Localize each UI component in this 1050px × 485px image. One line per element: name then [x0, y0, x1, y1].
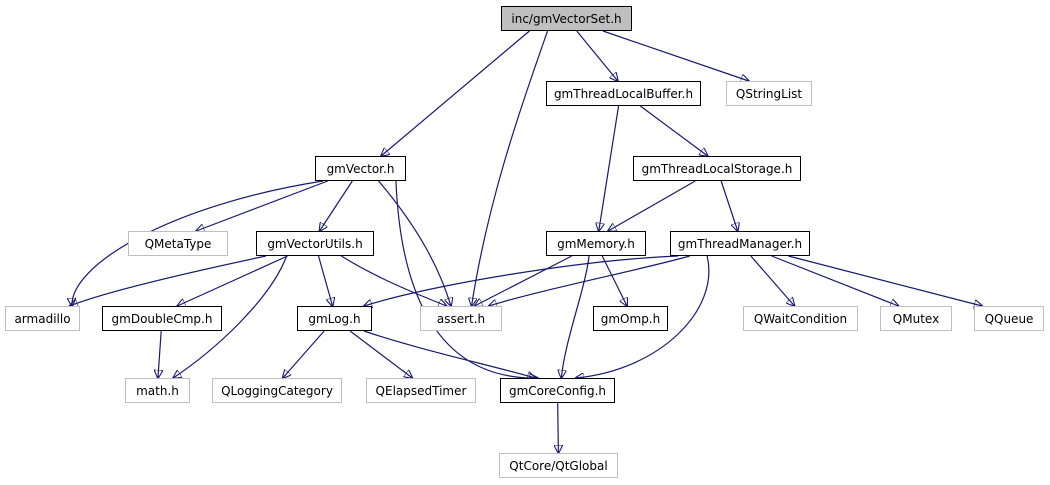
edge-tlb-to-tls: [639, 105, 707, 156]
edge-vector-to-assert: [378, 180, 451, 306]
node-gmdoublecmp-h[interactable]: gmDoubleCmp.h: [102, 306, 222, 331]
node-gmlog-h[interactable]: gmLog.h: [297, 306, 372, 331]
node-math-h: math.h: [125, 378, 190, 403]
node-gmcoreconfig-h[interactable]: gmCoreConfig.h: [500, 378, 615, 403]
edge-vector-to-coreconfig: [395, 180, 538, 378]
edge-threadmanager-to-assert: [489, 255, 690, 306]
edge-log-to-qloggingcategory: [283, 330, 325, 378]
node-armadillo: armadillo: [5, 306, 80, 331]
edge-log-to-coreconfig: [363, 330, 535, 378]
edge-vectorutils-to-armadillo: [70, 255, 267, 306]
edge-coreconfig-to-qtglobal: [558, 402, 559, 453]
node-gmthreadlocalstorage-h[interactable]: gmThreadLocalStorage.h: [633, 156, 801, 181]
edge-threadmanager-to-qqueue: [788, 255, 982, 306]
edge-vectorset-to-vector: [381, 30, 530, 156]
edge-vectorutils-to-log: [317, 255, 333, 306]
node-gmvectorset-h: inc/gmVectorSet.h: [501, 6, 632, 31]
edge-log-to-qelapsedtimer: [349, 330, 412, 378]
node-gmvector-h[interactable]: gmVector.h: [315, 156, 406, 181]
edge-doublecmp-to-math: [158, 330, 161, 378]
node-qmutex: QMutex: [880, 306, 952, 331]
edge-threadmanager-to-qmutex: [771, 255, 899, 306]
edge-vectorset-to-tlb: [576, 30, 618, 81]
node-gmmemory-h[interactable]: gmMemory.h: [546, 231, 646, 256]
node-gmthreadmanager-h[interactable]: gmThreadManager.h: [670, 231, 810, 256]
edge-vector-to-vectorutils: [320, 180, 353, 231]
edge-threadmanager-to-log: [364, 255, 679, 306]
edge-tls-to-memory: [608, 180, 696, 231]
node-gmvectorutils-h[interactable]: gmVectorUtils.h: [256, 231, 374, 256]
edge-vectorset-to-qstringlist: [602, 30, 749, 81]
node-gmthreadlocalbuffer-h[interactable]: gmThreadLocalBuffer.h: [546, 81, 701, 106]
node-qqueue: QQueue: [974, 306, 1044, 331]
node-qmetatype: QMetaType: [128, 231, 228, 256]
edge-vector-to-qmetatype: [196, 180, 328, 231]
node-qstringlist: QStringList: [726, 81, 812, 106]
node-qtcore-qtglobal: QtCore/QtGlobal: [499, 453, 618, 478]
node-qwaitcondition: QWaitCondition: [743, 306, 858, 331]
edge-tlb-to-memory: [599, 105, 620, 231]
edge-vectorset-to-assert: [472, 30, 549, 306]
edge-vectorutils-to-assert: [340, 255, 446, 306]
edge-memory-to-omp: [601, 255, 627, 306]
node-gmomp-h[interactable]: gmOmp.h: [593, 306, 668, 331]
node-assert-h: assert.h: [420, 306, 502, 331]
edge-memory-to-assert: [475, 255, 572, 306]
edge-tls-to-threadmanager: [720, 180, 738, 231]
edge-memory-to-coreconfig: [561, 255, 590, 378]
node-qelapsedtimer: QElapsedTimer: [366, 378, 476, 403]
edge-vectorutils-to-doublecmp: [177, 255, 288, 306]
node-qloggingcategory: QLoggingCategory: [212, 378, 342, 403]
edge-vectorutils-to-math: [173, 255, 288, 378]
edge-threadmanager-to-qwaitcondition: [750, 255, 795, 306]
edge-threadmanager-to-coreconfig: [576, 255, 710, 378]
